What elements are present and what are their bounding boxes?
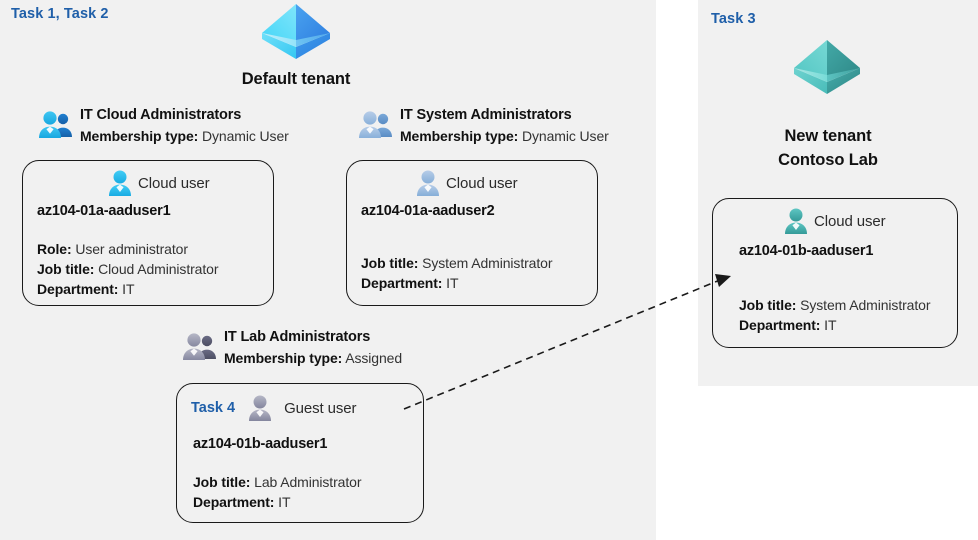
user-card-header: Cloud user xyxy=(107,169,210,197)
azure-ad-tenant-icon-default xyxy=(258,2,334,68)
property-value: Cloud Administrator xyxy=(98,261,219,278)
task-label-1-2: Task 1, Task 2 xyxy=(11,6,109,22)
group-membership-label: Membership type: xyxy=(80,127,199,144)
user-property-role: Role: User administrator xyxy=(37,239,218,259)
property-value: IT xyxy=(446,275,459,292)
user-property-job-title: Job title: System Administrator xyxy=(361,253,553,273)
user-property-department: Department: IT xyxy=(739,315,930,335)
user-card-guest-az104-01b-aaduser1[interactable]: Task 4 Guest user az104-01b-aaduser1 Job… xyxy=(176,383,424,523)
user-card-header: Cloud user xyxy=(783,207,886,235)
cloud-user-icon xyxy=(107,169,133,197)
user-card-header: Cloud user xyxy=(415,169,518,197)
user-card-az104-01a-aaduser2[interactable]: Cloud user az104-01a-aaduser2 Job title:… xyxy=(346,160,598,306)
group-membership-value: Dynamic User xyxy=(522,127,609,144)
user-property-job-title: Job title: System Administrator xyxy=(739,295,931,315)
new-tenant-caption-line1: New tenant xyxy=(784,127,872,145)
cloud-user-icon xyxy=(783,207,809,235)
user-upn: az104-01a-aaduser2 xyxy=(361,203,495,219)
group-membership: Membership type: Dynamic User xyxy=(400,126,609,146)
property-label: Department: xyxy=(361,275,443,292)
azure-ad-tenant-icon-new xyxy=(791,38,863,102)
group-name: IT Lab Administrators xyxy=(224,329,371,345)
group-membership-label: Membership type: xyxy=(224,349,343,366)
group-users-icon xyxy=(358,110,394,140)
user-type-label: Cloud user xyxy=(446,174,518,192)
user-type-label: Cloud user xyxy=(138,174,210,192)
user-properties: Job title: System Administrator Departme… xyxy=(361,253,553,293)
user-card-az104-01b-aaduser1[interactable]: Cloud user az104-01b-aaduser1 Job title:… xyxy=(712,198,958,348)
user-property-job-title: Job title: Lab Administrator xyxy=(193,472,361,492)
default-tenant-caption: Default tenant xyxy=(241,70,351,88)
user-property-department: Department: IT xyxy=(361,273,552,293)
group-membership-value: Assigned xyxy=(345,349,403,366)
new-tenant-caption: New tenant Contoso Lab xyxy=(728,125,928,173)
user-type-label: Cloud user xyxy=(814,212,886,230)
user-card-az104-01a-aaduser1[interactable]: Cloud user az104-01a-aaduser1 Role: User… xyxy=(22,160,274,306)
group-membership: Membership type: Dynamic User xyxy=(80,126,289,146)
guest-user-icon xyxy=(247,394,273,422)
property-label: Job title: xyxy=(193,474,251,490)
user-upn: az104-01a-aaduser1 xyxy=(37,203,171,219)
user-card-header: Task 4 Guest user xyxy=(191,394,357,422)
group-membership: Membership type: Assigned xyxy=(224,348,402,368)
property-label: Job title: xyxy=(739,297,797,313)
group-membership-label: Membership type: xyxy=(400,127,519,144)
property-value: IT xyxy=(824,317,837,334)
property-label: Job title: xyxy=(37,261,95,278)
group-name: IT System Administrators xyxy=(400,107,572,123)
user-upn: az104-01b-aaduser1 xyxy=(193,436,328,452)
property-value: System Administrator xyxy=(800,297,931,313)
user-properties: Role: User administrator Job title: Clou… xyxy=(37,239,219,299)
property-value: IT xyxy=(122,281,135,298)
property-label: Department: xyxy=(193,494,275,511)
user-upn: az104-01b-aaduser1 xyxy=(739,243,874,259)
user-properties: Job title: System Administrator Departme… xyxy=(739,295,931,335)
task-label-3: Task 3 xyxy=(711,11,756,27)
property-value: IT xyxy=(278,494,291,511)
cloud-user-icon xyxy=(415,169,441,197)
user-properties: Job title: Lab Administrator Department:… xyxy=(193,472,361,512)
property-label: Role: xyxy=(37,241,72,257)
property-value: User administrator xyxy=(75,241,188,257)
group-users-icon xyxy=(182,332,218,362)
user-type-label: Guest user xyxy=(284,399,357,417)
group-name: IT Cloud Administrators xyxy=(80,107,242,123)
task-label-4: Task 4 xyxy=(191,400,236,416)
user-property-department: Department: IT xyxy=(37,279,218,299)
group-users-icon xyxy=(38,110,74,140)
property-value: System Administrator xyxy=(422,255,553,271)
group-membership-value: Dynamic User xyxy=(202,127,289,144)
property-value: Lab Administrator xyxy=(254,474,362,490)
property-label: Department: xyxy=(37,281,119,298)
new-tenant-caption-line2: Contoso Lab xyxy=(778,150,878,169)
user-property-job-title: Job title: Cloud Administrator xyxy=(37,259,219,279)
property-label: Job title: xyxy=(361,255,419,271)
property-label: Department: xyxy=(739,317,821,334)
user-property-department: Department: IT xyxy=(193,492,361,512)
